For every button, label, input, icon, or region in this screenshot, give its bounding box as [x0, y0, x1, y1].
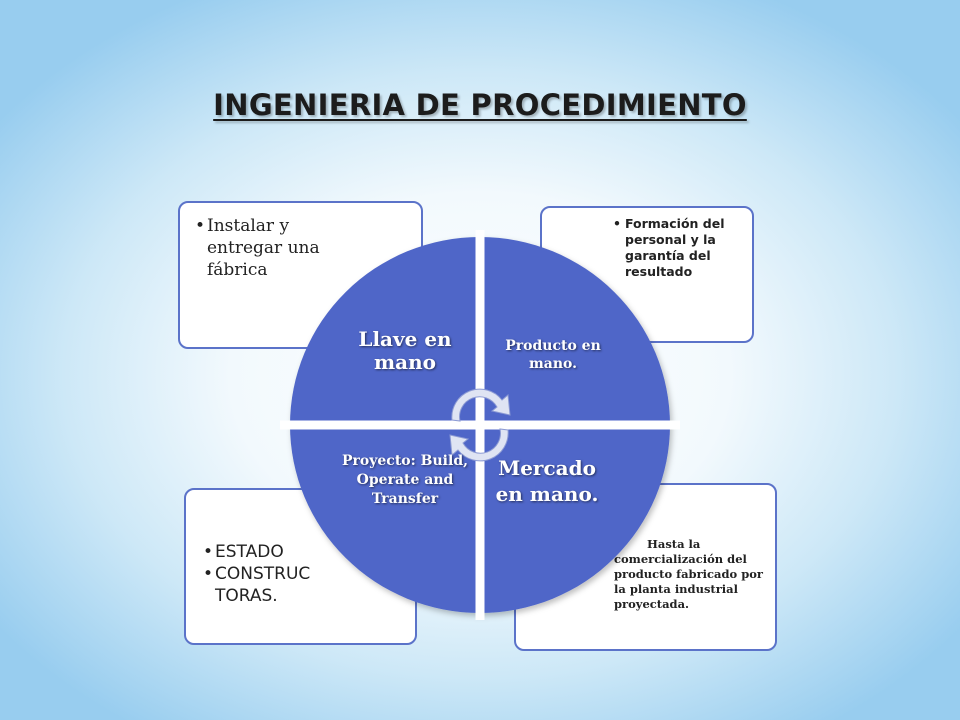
quadrant-producto [480, 237, 670, 425]
quadrant-proyecto [290, 425, 480, 613]
cycle-arrow-bottom [449, 428, 509, 462]
outcome-list-bottom-left: ESTADO CONSTRUC TORAS. [203, 541, 327, 607]
outcome-item: Instalar y entregar una fábrica [195, 215, 325, 281]
outcome-item: Formación del personal y la garantía del… [613, 216, 753, 280]
outcome-item-constructoras: CONSTRUC TORAS. [203, 563, 327, 607]
outcome-list-top-left: Instalar y entregar una fábrica [195, 215, 325, 281]
quadrant-label-proyecto: Proyecto: Build, Operate and Transfer [342, 453, 468, 507]
outcome-list-top-right: Formación del personal y la garantía del… [613, 216, 753, 280]
quadrant-llave [290, 237, 480, 425]
quadrant-label-producto: Producto en mano. [505, 338, 601, 372]
cycle-arrows-icon [449, 388, 511, 462]
outcome-item-estado: ESTADO [203, 541, 327, 563]
quadrant-label-llave: Llave en mano [358, 327, 452, 374]
page-title: INGENIERIA DE PROCEDIMIENTO [213, 88, 747, 122]
quadrant-wheel [280, 230, 680, 620]
cycle-arrow-top [451, 388, 511, 422]
outcome-text: Hasta la comercialización del producto f… [614, 537, 763, 611]
quadrant-mercado [480, 425, 670, 613]
quadrant-label-mercado: Mercado en mano. [495, 456, 599, 506]
